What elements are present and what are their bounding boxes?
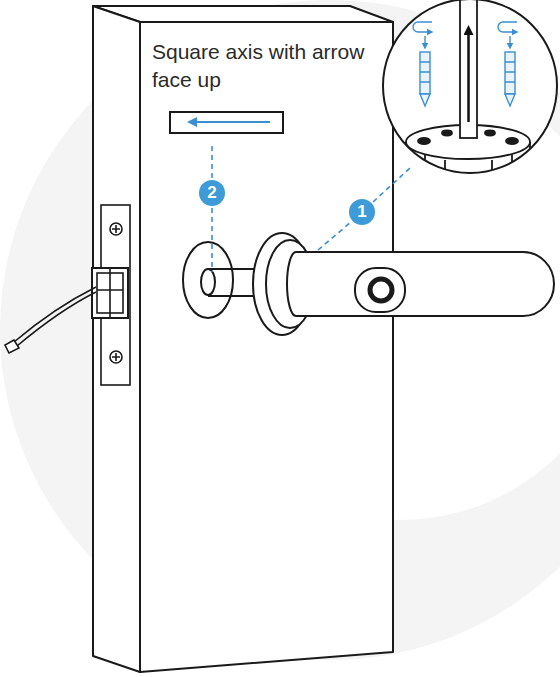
lever	[287, 252, 554, 316]
latch-bolt-detail	[97, 268, 123, 318]
screw-hole	[506, 138, 518, 144]
screw-hole	[485, 131, 495, 136]
screw	[413, 22, 517, 106]
wire	[17, 292, 96, 346]
latch	[92, 205, 130, 385]
callout-number: 2	[198, 179, 226, 207]
wire	[14, 287, 96, 342]
callout-circle	[348, 198, 376, 226]
inset-border	[383, 0, 557, 173]
screw-hole	[442, 131, 452, 136]
fingerprint-sensor	[370, 279, 392, 301]
latch-screw-slot	[112, 225, 120, 233]
spindle-hole	[201, 269, 215, 295]
latch-screw-slot	[112, 353, 120, 361]
door-edge	[93, 6, 140, 672]
lever-handle	[253, 233, 554, 335]
square-axis	[170, 112, 283, 133]
down-arrow	[424, 36, 425, 46]
leader-line	[318, 168, 410, 250]
turn-arrow	[413, 22, 432, 32]
door-front	[140, 22, 393, 672]
latch-screw	[110, 351, 122, 363]
screw-body	[505, 52, 515, 94]
latch-screw	[110, 223, 122, 235]
inset	[383, 0, 557, 187]
direction-arrow	[192, 121, 270, 123]
screw-tip	[420, 94, 430, 106]
callout-circle	[198, 179, 226, 207]
screw-thread	[420, 62, 430, 82]
fingerprint-sensor	[355, 268, 405, 312]
leader-line	[211, 146, 213, 272]
latch-bolt	[92, 268, 128, 318]
spindle	[460, 0, 477, 138]
wire	[5, 287, 96, 353]
wire-plug	[5, 340, 19, 353]
screw-thread	[505, 62, 515, 82]
screw-body	[420, 52, 430, 94]
turn-arrow	[498, 22, 517, 32]
screw-tip	[505, 94, 515, 106]
up-arrow	[467, 30, 470, 122]
door-top	[93, 6, 393, 22]
callout-number: 1	[348, 198, 376, 226]
rear-rosette	[183, 242, 262, 318]
door	[93, 6, 393, 672]
down-arrow	[509, 36, 510, 46]
instruction-note: Square axis with arrow face up	[152, 38, 367, 94]
screw-hole	[418, 138, 430, 144]
rosette	[183, 242, 233, 318]
